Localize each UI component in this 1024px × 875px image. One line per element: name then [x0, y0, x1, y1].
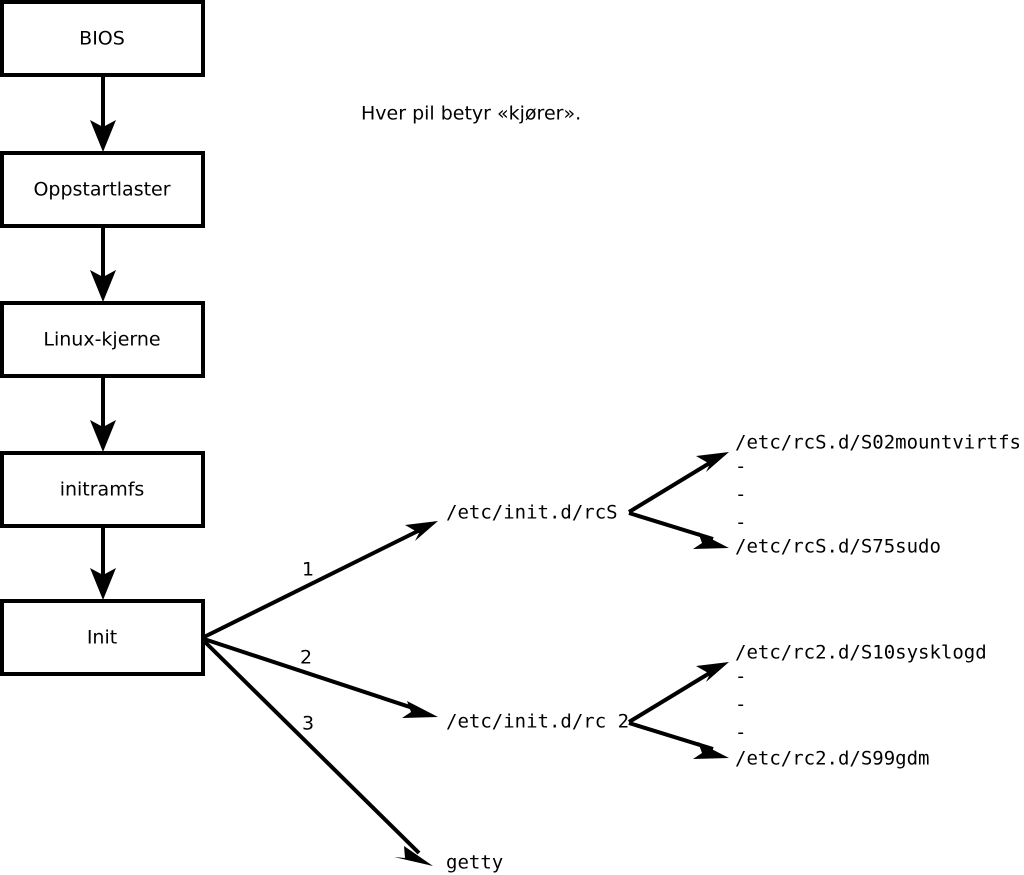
branch-3-init-to-getty: 3: [202, 639, 433, 866]
branch-rc2-to-first-script: [627, 662, 729, 724]
branch-rc2-to-last-script: [628, 721, 729, 759]
label-init-d-rc2: /etc/init.d/rc 2: [446, 711, 629, 733]
node-init-label: Init: [87, 627, 117, 649]
node-initramfs-label: initramfs: [60, 479, 145, 501]
node-bios-box: [0, 0, 205, 77]
arrow-head-icon: [394, 846, 433, 866]
arrow-initramfs-to-init: [90, 526, 116, 600]
branch-3-number: 3: [302, 713, 314, 735]
node-init-box: [0, 599, 205, 676]
arrow-head-icon: [90, 420, 116, 452]
node-bios: BIOS: [0, 0, 205, 77]
branch-1-init-to-rcs: 1: [203, 521, 438, 639]
diagram-note: Hver pil betyr «kjører».: [361, 103, 581, 125]
arrow-head-icon: [696, 452, 729, 472]
node-linux-kjerne-label: Linux-kjerne: [43, 329, 160, 351]
arrow-head-icon: [696, 662, 729, 682]
node-bios-label: BIOS: [79, 28, 125, 50]
node-initramfs: initramfs: [0, 451, 205, 528]
arrow-head-icon: [402, 701, 438, 718]
rc2-ellipsis-dash-2: -: [735, 694, 746, 716]
rcs-ellipsis-dash-3: -: [735, 512, 746, 534]
branch-1-number: 1: [302, 559, 314, 581]
rcs-ellipsis-dash-2: -: [735, 484, 746, 506]
rc2-ellipsis-dash-3: -: [735, 722, 746, 744]
label-init-d-rcs: /etc/init.d/rcS: [446, 502, 618, 524]
arrow-head-icon: [90, 270, 116, 302]
rc2-ellipsis-dash-1: -: [735, 666, 746, 688]
arrow-linux-kjerne-to-initramfs: [90, 376, 116, 452]
arrow-head-icon: [693, 532, 729, 549]
node-initramfs-box: [0, 451, 205, 528]
arrow-head-icon: [693, 742, 729, 759]
node-init: Init: [0, 599, 205, 676]
rc2-script-first: /etc/rc2.d/S10sysklogd: [735, 642, 987, 664]
arrow-bios-to-oppstartlaster: [90, 75, 116, 152]
node-oppstartlaster-label: Oppstartlaster: [33, 179, 170, 201]
label-getty: getty: [446, 852, 503, 874]
arrow-head-icon: [90, 568, 116, 600]
rcs-script-first: /etc/rcS.d/S02mountvirtfs: [735, 432, 1021, 454]
rcs-ellipsis-dash-1: -: [735, 456, 746, 478]
arrow-oppstartlaster-to-linux-kjerne: [90, 226, 116, 302]
rc2-script-last: /etc/rc2.d/S99gdm: [735, 748, 929, 770]
node-linux-kjerne: Linux-kjerne: [0, 301, 205, 378]
arrow-head-icon: [90, 120, 116, 152]
rcs-script-last: /etc/rcS.d/S75sudo: [735, 536, 941, 558]
branch-2-number: 2: [300, 647, 312, 669]
branch-2-init-to-rc2: 2: [203, 637, 438, 718]
branch-rcs-to-first-script: [627, 452, 729, 514]
node-oppstartlaster: Oppstartlaster: [0, 151, 205, 228]
branch-rcs-to-last-script: [628, 511, 729, 549]
arrow-head-icon: [405, 521, 438, 541]
